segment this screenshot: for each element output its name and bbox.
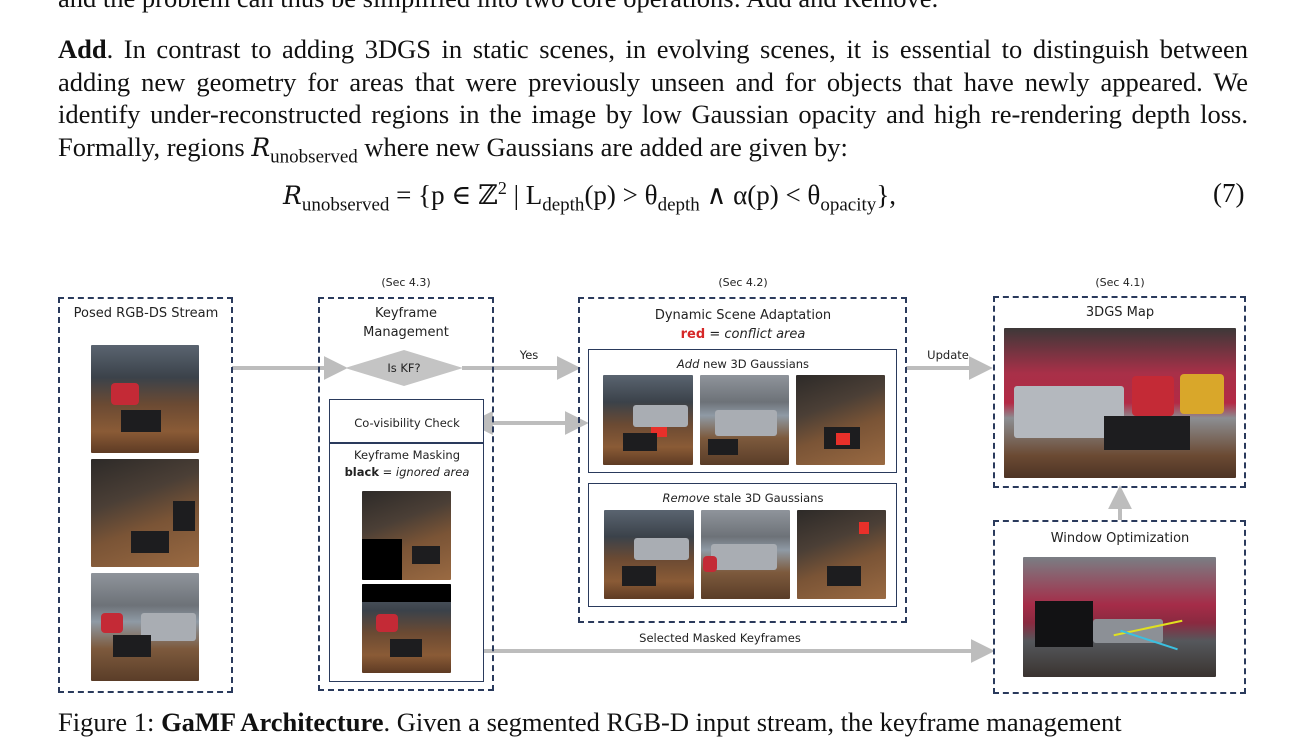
- remove-frame-2: [701, 510, 790, 599]
- red-legend: red = conflict area: [580, 326, 906, 344]
- caption-prefix: Figure 1:: [58, 707, 162, 737]
- map-title: 3DGS Map: [1085, 305, 1155, 320]
- eq-close: },: [876, 180, 897, 210]
- region-symbol: R: [251, 132, 271, 162]
- equation-7: Runobserved = {p ∈ ℤ2 | Ldepth(p) > θdep…: [0, 178, 1303, 218]
- stream-title: Posed RGB-DS Stream: [73, 306, 219, 321]
- add-paragraph: Add. In contrast to adding 3DGS in stati…: [58, 33, 1248, 167]
- eq-theta2-sub: opacity: [820, 194, 877, 216]
- add-frame-3: [796, 375, 885, 465]
- update-label: Update: [927, 348, 969, 362]
- equation-number: (7): [1213, 178, 1245, 208]
- yes-label: Yes: [519, 348, 539, 362]
- covis-check-label: Co-visibility Check: [354, 416, 460, 430]
- keyframe-panel: [318, 297, 494, 691]
- eq-theta1-sub: depth: [657, 194, 700, 216]
- add-frame-2: [700, 375, 789, 465]
- eq-lhs: R: [283, 181, 302, 210]
- selected-keyframes-label: Selected Masked Keyframes: [639, 631, 801, 645]
- caption-bold: GaMF Architecture: [161, 707, 384, 737]
- black-word: black: [344, 465, 379, 479]
- stream-frame-3: [91, 573, 199, 681]
- red-word: red: [680, 327, 706, 342]
- remove-frame-1: [604, 510, 694, 599]
- remove-frame-3: [797, 510, 886, 599]
- map-panel: [993, 296, 1246, 488]
- eq-L: | L: [506, 180, 543, 210]
- black-legend-text: = ignored area: [378, 465, 470, 479]
- eq-theta1: (p) > θ: [584, 180, 658, 210]
- is-kf-label: Is KF?: [387, 361, 421, 375]
- region-subscript: unobserved: [270, 145, 358, 167]
- is-kf-diamond: [345, 350, 463, 386]
- kf-masking-label: Keyframe Masking: [353, 448, 460, 462]
- stream-panel: [58, 297, 233, 693]
- add-rest: new 3D Gaussians: [699, 357, 810, 371]
- window-panel: [993, 520, 1246, 694]
- stream-frame-1: [91, 345, 199, 453]
- eq-lhs-sub: unobserved: [301, 194, 390, 216]
- black-legend: black = ignored area: [331, 463, 483, 481]
- add-heading: Add: [58, 34, 107, 64]
- add-word: Add: [676, 357, 700, 371]
- dynamic-panel: [578, 297, 907, 623]
- figure-caption: Figure 1: GaMF Architecture. Given a seg…: [58, 707, 1122, 738]
- window-opt-title: Window Optimization: [1050, 531, 1190, 546]
- masked-keyframe-2: [362, 584, 451, 673]
- sec-4-1-label: (Sec 4.1): [1095, 276, 1145, 289]
- stream-frame-2: [91, 459, 199, 567]
- caption-text: . Given a segmented RGB-D input stream, …: [383, 707, 1122, 737]
- 3dgs-map-render: [1004, 328, 1236, 478]
- eq-set-open: = {p ∈ ℤ: [389, 180, 498, 210]
- cut-off-line: and the problem can thus be simplified i…: [58, 0, 1248, 15]
- remove-rest: stale 3D Gaussians: [709, 491, 824, 505]
- window-opt-render: [1023, 557, 1216, 677]
- red-legend-text: = conflict area: [705, 327, 806, 342]
- equation-body: Runobserved = {p ∈ ℤ2 | Ldepth(p) > θdep…: [283, 178, 897, 214]
- remove-word: Remove: [662, 491, 710, 505]
- sec-4-3-label: (Sec 4.3): [381, 276, 431, 289]
- cut-off-text: and the problem can thus be simplified i…: [58, 0, 938, 13]
- remove-gaussians-label: Remove stale 3D Gaussians: [590, 489, 896, 507]
- add-gaussians-label: Add new 3D Gaussians: [590, 355, 896, 373]
- sec-4-2-label: (Sec 4.2): [718, 276, 768, 289]
- masking-divider: [330, 442, 483, 444]
- kf-title-line-1: Keyframe: [374, 306, 438, 321]
- dynamic-title: Dynamic Scene Adaptation: [654, 308, 832, 323]
- eq-sup: 2: [497, 178, 507, 198]
- add-text: . In contrast to adding 3DGS in static s…: [58, 34, 1248, 162]
- eq-L-sub: depth: [542, 194, 585, 216]
- add-tail-text: where new Gaussians are added are given …: [357, 131, 848, 162]
- add-frame-1: [603, 375, 693, 465]
- kf-title-line-2: Management: [363, 325, 449, 340]
- eq-theta2: ∧ α(p) < θ: [699, 180, 821, 210]
- masked-keyframe-1: [362, 491, 451, 580]
